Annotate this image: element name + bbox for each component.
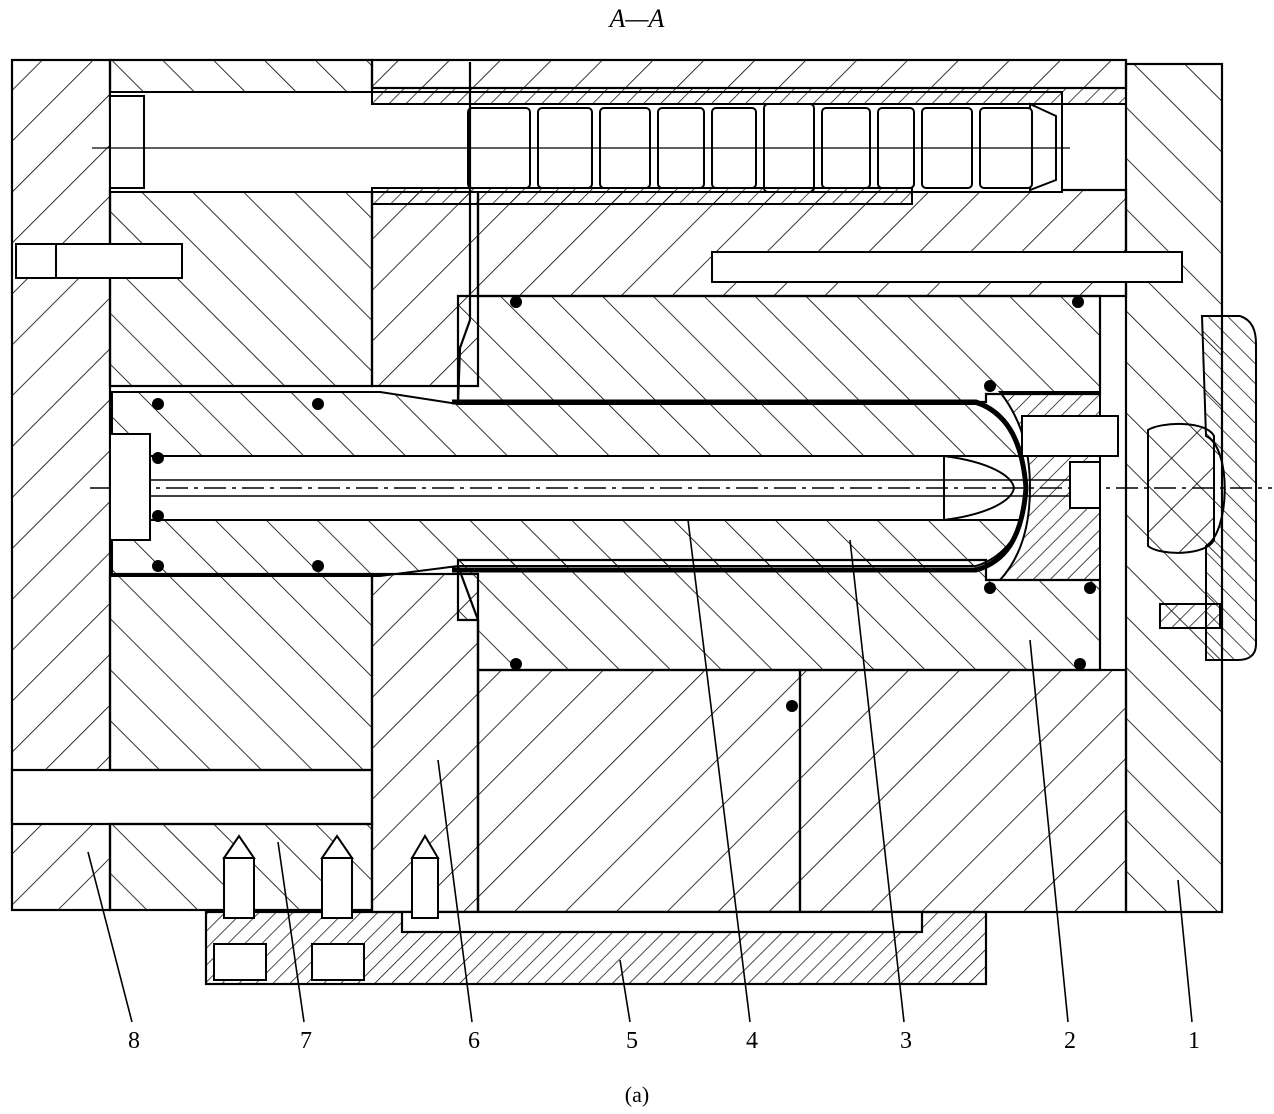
nozzle-screw: [1159, 603, 1221, 629]
part-label-8: 8: [128, 1028, 140, 1054]
core-dome: [943, 455, 1016, 521]
socket-screws: [213, 834, 440, 981]
upper-top-strip: [370, 58, 1128, 90]
part-label-7: 7: [300, 1028, 312, 1054]
o-ring-seal: [312, 398, 324, 410]
o-ring-seal: [786, 700, 798, 712]
part-label-2: 2: [1064, 1028, 1076, 1054]
ejector-rod-left-end: [15, 243, 57, 279]
part-label-4: 4: [746, 1028, 758, 1054]
parting-line: [456, 62, 472, 405]
screw-bolt-2: [321, 857, 353, 919]
leader-line: [437, 759, 473, 1023]
leader-line: [619, 959, 631, 1023]
gate-bushing: [1021, 415, 1119, 457]
o-ring-seal: [152, 452, 164, 464]
lower-cavity-block-b: [798, 668, 1128, 914]
part-label-1: 1: [1188, 1028, 1200, 1054]
core-left-cap: [109, 433, 151, 541]
o-ring-seal: [152, 398, 164, 410]
bottom-base-slot: [400, 910, 924, 934]
ejector-rod: [711, 251, 1183, 283]
part-label-6: 6: [468, 1028, 480, 1054]
o-ring-seal: [1084, 582, 1096, 594]
gate-bushing-lower: [1069, 461, 1101, 509]
o-ring-seal: [984, 582, 996, 594]
left-support-plate: [108, 572, 374, 772]
leader-line: [87, 851, 133, 1023]
guide-pin-head: [109, 95, 145, 189]
lower-cavity-block-a: [476, 668, 802, 914]
parting-line-lower: [456, 565, 480, 912]
top-guide-assembly: [15, 62, 1183, 912]
screw-head-2: [311, 943, 365, 981]
left-clamp-plate: [10, 58, 112, 912]
screw-tip-1: [222, 834, 256, 859]
o-ring-seal: [152, 510, 164, 522]
leader-line: [277, 841, 305, 1023]
guide-bushing-top: [371, 87, 1127, 105]
o-ring-seal: [510, 296, 522, 308]
o-ring-seal: [1072, 296, 1084, 308]
cavity-insert: [456, 294, 1102, 404]
preform-shell: [452, 399, 1029, 573]
part-label-5: 5: [626, 1028, 638, 1054]
guide-bushing-bottom: [371, 187, 913, 205]
ejector-gap: [10, 768, 374, 826]
nozzle-retainer: [1200, 315, 1257, 661]
part-label-3: 3: [900, 1028, 912, 1054]
section-title: A—A: [609, 4, 665, 33]
part-number-labels: 8 7 6 5 4 3 2 1: [128, 1028, 1200, 1054]
figure-caption: (a): [624, 1082, 650, 1107]
upper-left-block: [108, 188, 374, 388]
o-ring-seals: [152, 296, 1096, 712]
screw-tip-3: [410, 834, 440, 859]
screw-bolt-1: [223, 857, 255, 919]
injection-nozzle: [1147, 422, 1215, 554]
o-ring-seal: [510, 658, 522, 670]
leader-line: [687, 519, 751, 1023]
screw-bolt-3: [411, 857, 439, 919]
core-assembly: [90, 315, 1272, 661]
o-ring-seal: [312, 560, 324, 572]
leader-line: [1177, 879, 1193, 1023]
leader-line: [1029, 639, 1069, 1023]
guide-pin-tip: [1029, 102, 1057, 192]
o-ring-seal: [984, 380, 996, 392]
o-ring-seal: [1074, 658, 1086, 670]
screw-head-1: [213, 943, 267, 981]
leader-lines: [87, 519, 1193, 1023]
screw-tip-2: [320, 834, 354, 859]
leader-line: [849, 539, 905, 1023]
o-ring-seal: [152, 560, 164, 572]
